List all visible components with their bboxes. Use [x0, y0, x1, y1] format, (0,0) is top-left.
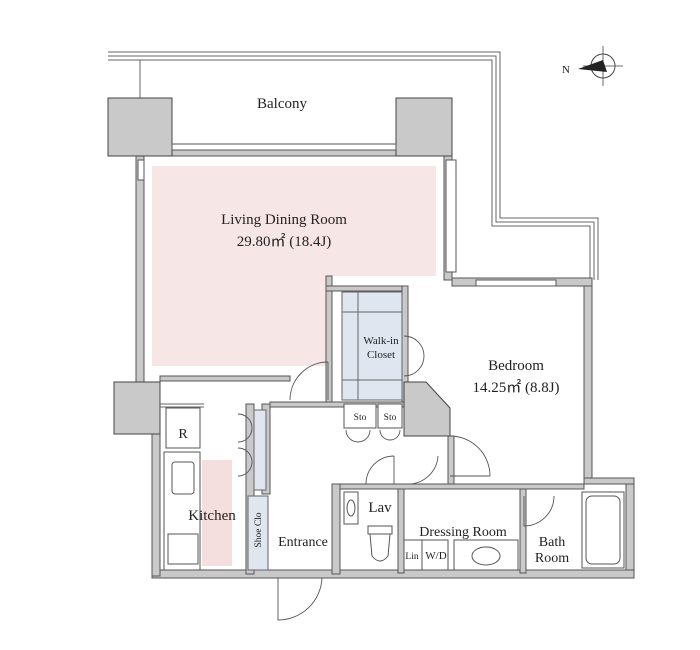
walk-in-closet-label-line1: Walk-in: [363, 335, 399, 347]
balcony-label: Balcony: [257, 96, 307, 112]
balcony-railing: [108, 51, 599, 290]
washbasin-icon: [471, 546, 501, 566]
linen-label: Lin: [405, 552, 418, 562]
kitchen-label: Kitchen: [188, 508, 236, 524]
shoe-closet-label: Shoe Clo: [254, 512, 264, 547]
sink-icon: [171, 461, 195, 495]
compass-icon: N: [562, 46, 623, 86]
bedroom-area: 14.25㎡ (8.8J): [472, 379, 559, 396]
pillar-center: [403, 381, 451, 437]
compass-north-label: N: [562, 64, 570, 76]
storage-label-1: Sto: [354, 413, 367, 423]
storage-label-2: Sto: [384, 413, 397, 423]
bathtub-icon: [581, 491, 625, 569]
pillar-left: [113, 381, 161, 435]
toilet-icon: [369, 533, 391, 562]
shoe-closet: [247, 409, 269, 571]
storage-closets: [343, 403, 403, 443]
pillar-top-right: [395, 97, 453, 157]
windows: [137, 143, 557, 287]
living-dining-room-label: Living Dining Room: [221, 212, 347, 228]
bath-room-label-line1: Bath: [539, 535, 565, 550]
lavatory: [343, 491, 393, 562]
doors: [160, 335, 555, 621]
living-dining-room-area: 29.80㎡ (18.4J): [237, 233, 332, 250]
walk-in-closet-label-line2: Closet: [367, 349, 395, 361]
lavatory-label: Lav: [368, 500, 392, 516]
entrance-label: Entrance: [278, 535, 328, 550]
pillar-top-left: [107, 97, 173, 157]
walk-in-closet: [341, 291, 403, 401]
bath-room-label-line2: Room: [535, 551, 569, 566]
living-dining-room-floor: [152, 166, 436, 366]
refrigerator-label: R: [178, 427, 188, 442]
bedroom-label: Bedroom: [488, 358, 544, 374]
dressing-room-fixtures: [403, 539, 519, 571]
kitchen-area: [163, 407, 232, 571]
washer-dryer-label: W/D: [425, 550, 446, 562]
refrigerator-box: [165, 407, 201, 449]
dressing-room-label: Dressing Room: [419, 525, 507, 540]
